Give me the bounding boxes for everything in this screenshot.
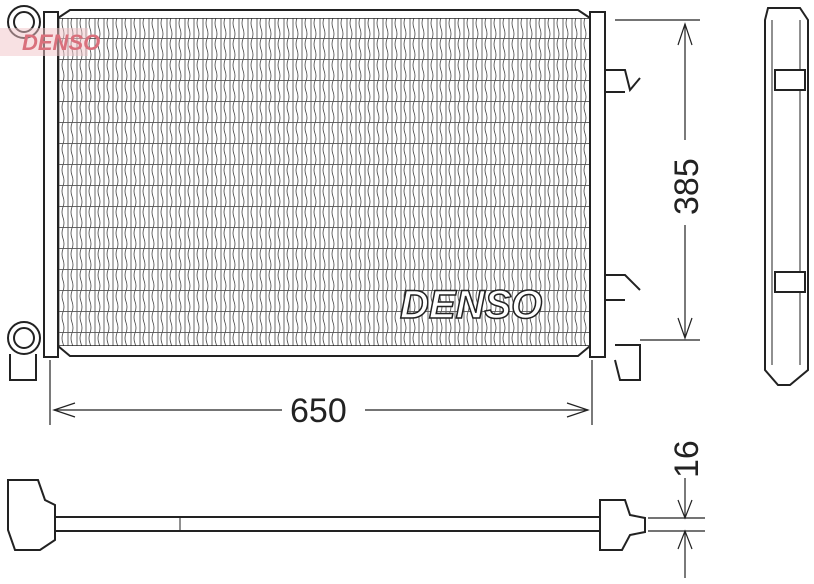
- left-mount-lower: [9, 354, 37, 381]
- watermark-text: DENSO: [22, 30, 100, 55]
- left-side-tank: [43, 11, 59, 358]
- watermark: DENSO: [0, 28, 100, 56]
- width-dimension: [49, 360, 593, 425]
- width-label: 650: [290, 392, 347, 430]
- thickness-label: 16: [668, 440, 706, 478]
- brand-logo: DENSO: [400, 283, 542, 327]
- side-view: [764, 7, 809, 386]
- bottom-view: [7, 479, 646, 551]
- right-side-tank: [589, 11, 606, 358]
- right-mount-lower: [614, 344, 641, 381]
- height-dimension: [615, 19, 700, 341]
- bottom-tank: [57, 345, 591, 357]
- front-view: [7, 5, 641, 381]
- radiator-core: [57, 17, 591, 347]
- right-bracket-top: [605, 69, 641, 93]
- thickness-dimension: [648, 478, 705, 578]
- right-bracket-bottom: [605, 274, 641, 301]
- height-label: 385: [668, 158, 706, 215]
- top-tank: [57, 9, 591, 19]
- lower-hose-outlet: [7, 321, 41, 355]
